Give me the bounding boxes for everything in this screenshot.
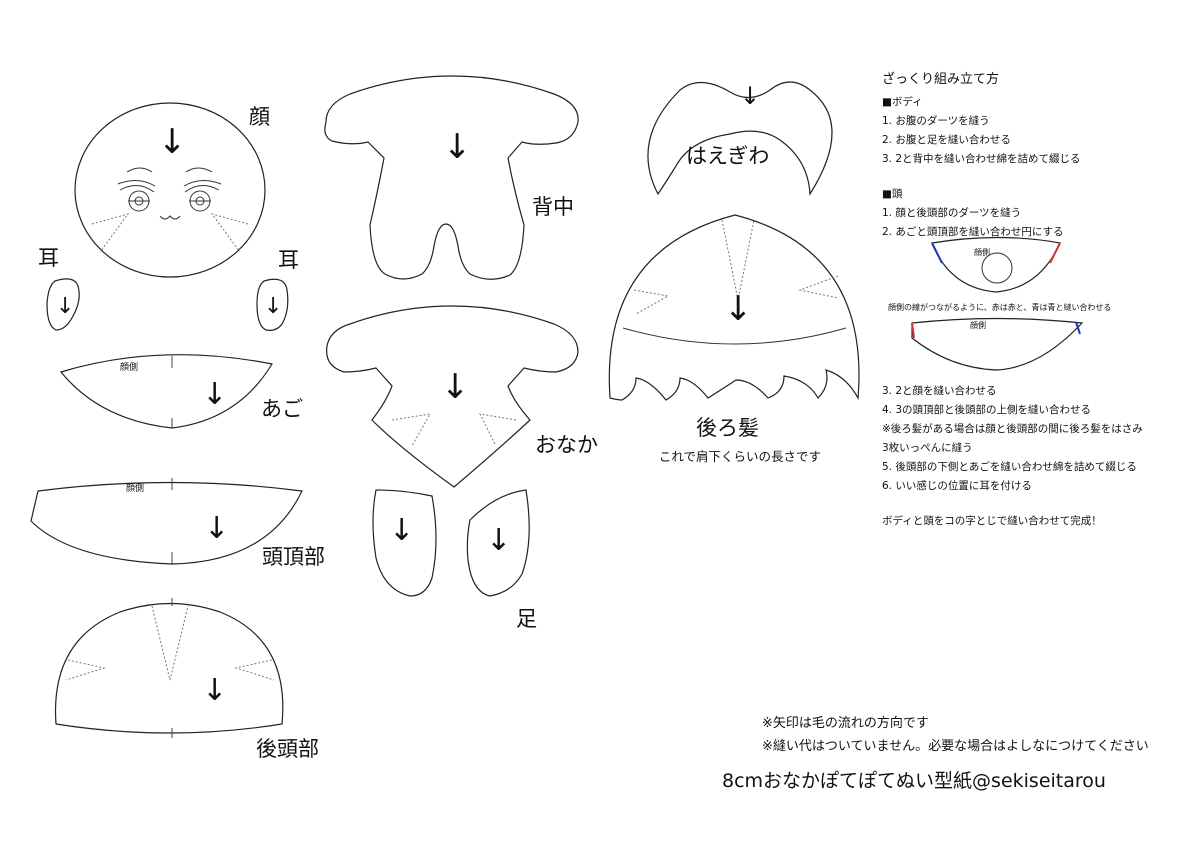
- assembly-instructions: ざっくり組み立て方 ■ボディ 1. お腹のダーツを縫う 2. お腹と足を縫い合わ…: [882, 70, 1182, 531]
- notes: ※矢印は毛の流れの方向です ※縫い代はついていません。必要な場合はよしなにつけて…: [762, 712, 1149, 758]
- label-chin-face-side: 顔側: [120, 361, 138, 373]
- grain-arrow-icon: ↓: [724, 289, 753, 329]
- label-feet: 足: [516, 607, 537, 631]
- grain-arrow-icon: ↓: [441, 367, 470, 407]
- head-step: 4. 3の頭頂部と後頭部の上側を縫い合わせる: [882, 404, 1092, 416]
- label-belly: おなか: [535, 433, 598, 457]
- head-step: 6. いい感じの位置に耳を付ける: [882, 480, 1032, 492]
- back-hair-note: これで肩下くらいの長さです: [658, 449, 822, 464]
- head-step: 5. 後頭部の下側とあごを縫い合わせ綿を詰めて綴じる: [882, 461, 1137, 473]
- head-step: 3枚いっぺんに縫う: [882, 442, 973, 454]
- label-back: 背中: [532, 195, 574, 219]
- grain-arrow-icon: ↓: [486, 523, 511, 558]
- body-step: 3. 2と背中を縫い合わせ綿を詰めて綴じる: [882, 153, 1081, 165]
- face-eyes: [117, 167, 222, 220]
- assembly-diagram-chin: [931, 236, 1061, 293]
- head-step: 3. 2と顔を縫い合わせる: [882, 385, 997, 397]
- grain-arrow-icon: ↓: [443, 127, 472, 167]
- crown-piece: [30, 478, 303, 565]
- diagram-chin-face-side: 顔側: [974, 247, 990, 257]
- diagram-crown-face-side: 顔側: [970, 320, 986, 330]
- finish-note: ボディと頭をコの字とじで縫い合わせて完成！: [882, 515, 1102, 527]
- credit: 8cmおなかぽてぽてぬい型紙@sekiseitarou: [722, 770, 1106, 792]
- grain-arrow-icon: ↓: [264, 294, 282, 319]
- head-step: 2. あごと頭頂部を縫い合わせ円にする: [882, 226, 1064, 238]
- label-ear-left: 耳: [38, 246, 59, 270]
- head-step: 1. 顔と後頭部のダーツを縫う: [882, 207, 1022, 219]
- note-arrow: ※矢印は毛の流れの方向です: [762, 716, 929, 731]
- grain-arrow-icon: ↓: [56, 294, 74, 319]
- ear-left-piece: [46, 278, 80, 331]
- diagram-caption: 顔側の線がつながるように、赤は赤と、青は青と縫い合わせる: [888, 303, 1112, 312]
- foot-left-piece: [372, 489, 437, 597]
- hairline-piece: [647, 81, 833, 196]
- grain-arrow-icon: ↓: [158, 122, 187, 162]
- label-hairline: はえぎわ: [686, 144, 769, 168]
- note-seam: ※縫い代はついていません。必要な場合はよしなにつけてください: [762, 739, 1149, 754]
- label-back-head: 後頭部: [256, 737, 319, 761]
- label-back-hair: 後ろ髪: [696, 416, 759, 440]
- grain-arrow-icon: ↓: [740, 82, 760, 110]
- grain-arrow-icon: ↓: [389, 513, 414, 548]
- grain-arrow-icon: ↓: [202, 377, 227, 412]
- label-crown: 頭頂部: [262, 545, 325, 569]
- body-heading: ■ボディ: [882, 96, 923, 108]
- head-heading: ■頭: [882, 188, 903, 200]
- foot-right-piece: [466, 489, 530, 597]
- head-step: ※後ろ髪がある場合は顔と後頭部の間に後ろ髪をはさみ: [882, 423, 1143, 435]
- back-head-piece: [54, 598, 284, 738]
- grain-arrow-icon: ↓: [204, 511, 229, 546]
- instructions-title: ざっくり組み立て方: [882, 72, 1000, 87]
- label-chin: あご: [261, 397, 303, 421]
- back-piece: [324, 75, 579, 280]
- label-crown-face-side: 顔側: [126, 482, 144, 494]
- body-step: 1. お腹のダーツを縫う: [882, 115, 990, 127]
- grain-arrow-icon: ↓: [202, 673, 227, 708]
- assembly-diagram-crown: [911, 317, 1084, 371]
- label-face: 顔: [249, 105, 270, 129]
- chin-piece: [59, 354, 273, 429]
- belly-piece: [326, 305, 579, 488]
- face-piece: [74, 102, 266, 278]
- label-ear-right: 耳: [278, 248, 299, 272]
- back-hair-piece: [608, 214, 860, 401]
- body-step: 2. お腹と足を縫い合わせる: [882, 134, 1011, 146]
- ear-right-piece: [256, 278, 289, 331]
